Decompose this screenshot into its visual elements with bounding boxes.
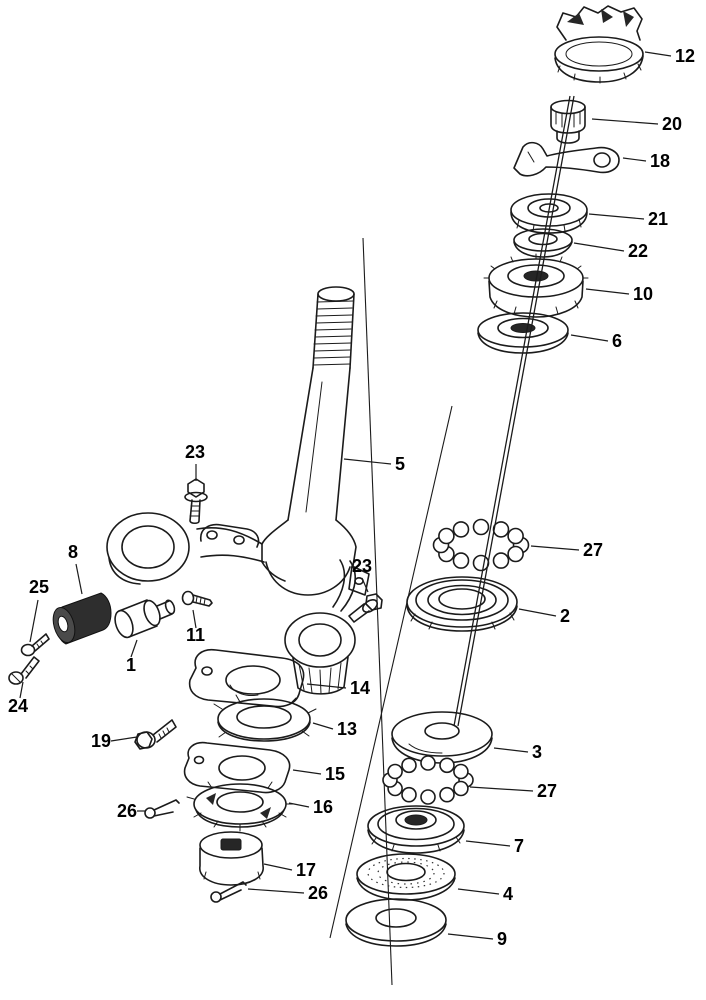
callout-22: 22 xyxy=(573,241,648,261)
callout-7-label: 7 xyxy=(514,836,524,856)
part-19-bolt xyxy=(134,719,177,750)
callout-4: 4 xyxy=(457,884,513,904)
callout-27-top: 27 xyxy=(530,540,603,560)
part-6-dust-seal xyxy=(477,312,569,354)
callouts: 12 20 18 21 22 10 6 5 xyxy=(8,46,695,949)
callout-25: 25 xyxy=(29,577,49,643)
callout-17: 17 xyxy=(263,860,316,880)
part-26-cotter-pin-left xyxy=(144,799,180,819)
callout-25-label: 25 xyxy=(29,577,49,597)
callout-26-left-label: 26 xyxy=(117,801,137,821)
axis-guide-lines xyxy=(329,237,453,986)
part-5-steering-stem xyxy=(106,286,370,695)
part-25-screw xyxy=(20,633,50,657)
callout-14: 14 xyxy=(306,678,370,698)
callout-19: 19 xyxy=(91,731,138,751)
part-20-nut xyxy=(550,99,586,144)
callout-9: 9 xyxy=(447,929,507,949)
part-11-screw xyxy=(181,590,213,607)
part-23-bolt-right xyxy=(348,593,383,623)
callout-18-label: 18 xyxy=(650,151,670,171)
callout-27-top-label: 27 xyxy=(583,540,603,560)
callout-18: 18 xyxy=(622,151,670,171)
callout-9-label: 9 xyxy=(497,929,507,949)
callout-24: 24 xyxy=(8,681,28,716)
callout-16: 16 xyxy=(288,797,333,817)
callout-23-left-label: 23 xyxy=(185,442,205,462)
callout-27-bottom-label: 27 xyxy=(537,781,557,801)
callout-13-label: 13 xyxy=(337,719,357,739)
callout-23-right-label: 23 xyxy=(352,556,372,576)
callout-10: 10 xyxy=(585,284,653,304)
callout-22-label: 22 xyxy=(628,241,648,261)
callout-14-label: 14 xyxy=(350,678,370,698)
callout-21-label: 21 xyxy=(648,209,668,229)
callout-21: 21 xyxy=(588,209,668,229)
callout-4-label: 4 xyxy=(503,884,513,904)
callout-8-label: 8 xyxy=(68,542,78,562)
part-17-stem-cap-nut xyxy=(199,831,264,886)
callout-23-right: 23 xyxy=(352,556,372,593)
callout-26-left: 26 xyxy=(117,801,146,821)
part-1-pin xyxy=(114,599,176,639)
part-23-bolt-left xyxy=(184,478,208,525)
callout-6-label: 6 xyxy=(612,331,622,351)
part-14-plate xyxy=(188,648,305,708)
callout-6: 6 xyxy=(570,331,622,351)
callout-15-label: 15 xyxy=(325,764,345,784)
callout-26-bottom: 26 xyxy=(247,883,328,903)
callout-11: 11 xyxy=(186,609,205,645)
callout-20: 20 xyxy=(591,114,682,134)
callout-24-label: 24 xyxy=(8,696,28,716)
callout-12: 12 xyxy=(644,46,695,66)
part-7-cone-race-lower xyxy=(367,805,465,854)
stem-rod xyxy=(453,95,575,727)
part-8-grommet xyxy=(52,592,112,645)
callout-3-label: 3 xyxy=(532,742,542,762)
callout-26-bottom-label: 26 xyxy=(308,883,328,903)
part-16-lock-washer xyxy=(186,781,294,832)
part-26-cotter-pin-bottom xyxy=(210,881,247,903)
part-27-ball-retainer-top xyxy=(432,518,530,572)
part-3-cone-race xyxy=(391,711,493,764)
callout-13: 13 xyxy=(312,719,357,739)
callout-19-label: 19 xyxy=(91,731,111,751)
callout-5-label: 5 xyxy=(395,454,405,474)
callout-15: 15 xyxy=(292,764,345,784)
callout-5: 5 xyxy=(343,454,405,474)
callout-10-label: 10 xyxy=(633,284,653,304)
part-15-plate xyxy=(183,741,291,794)
callout-17-label: 17 xyxy=(296,860,316,880)
callout-2-label: 2 xyxy=(560,606,570,626)
part-18-lock-arm xyxy=(513,141,620,177)
callout-7: 7 xyxy=(465,836,524,856)
part-27-ball-retainer-bottom xyxy=(382,755,474,805)
callout-3: 3 xyxy=(493,742,542,762)
part-13-ring-nut xyxy=(213,694,317,742)
callout-27-bottom: 27 xyxy=(469,781,557,801)
part-9-washer xyxy=(345,898,447,947)
part-4-seal-washer xyxy=(356,853,456,901)
part-2-bearing-race-top xyxy=(406,576,518,632)
callout-11-label: 11 xyxy=(186,625,205,645)
callout-1-label: 1 xyxy=(126,655,136,675)
callout-16-label: 16 xyxy=(313,797,333,817)
callout-20-label: 20 xyxy=(662,114,682,134)
callout-8: 8 xyxy=(68,542,83,595)
part-24-screw xyxy=(8,656,40,685)
callout-23-left: 23 xyxy=(185,442,205,481)
part-10-adjuster-nut xyxy=(483,253,589,318)
callout-2: 2 xyxy=(518,606,570,626)
callout-1: 1 xyxy=(126,639,138,675)
callout-12-label: 12 xyxy=(675,46,695,66)
part-12-stem-cap xyxy=(554,5,644,84)
